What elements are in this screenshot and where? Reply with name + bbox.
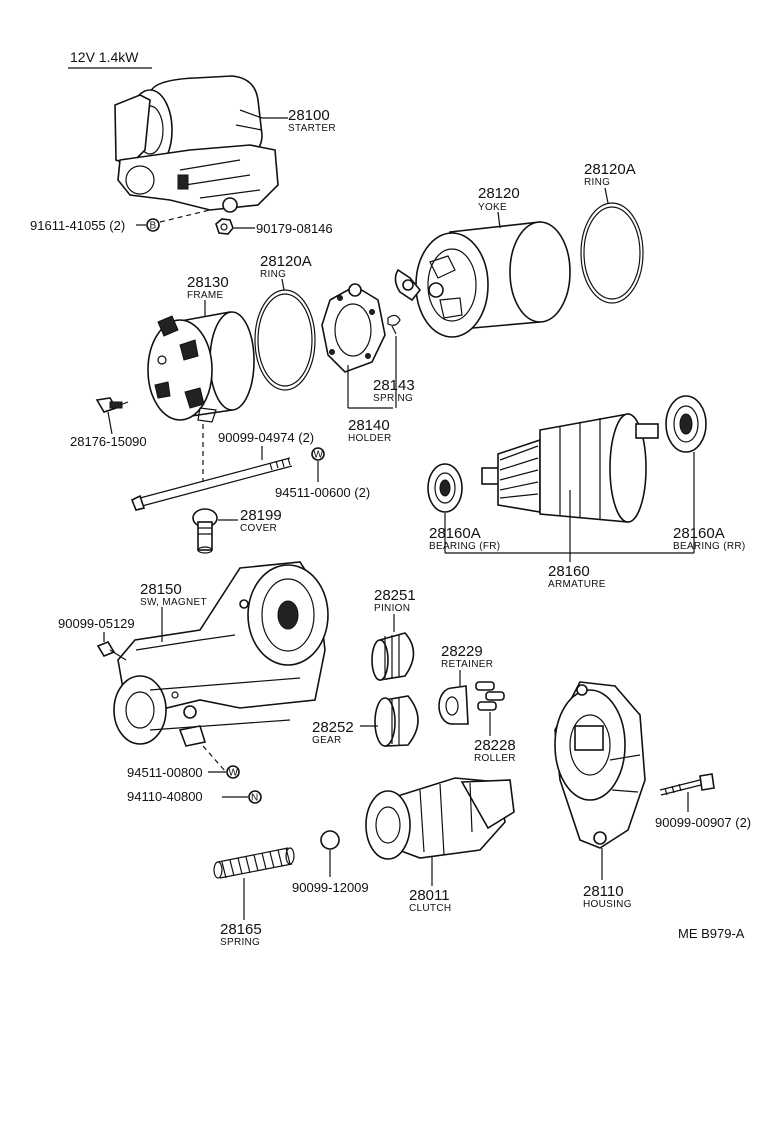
housing-number: 28110: [583, 883, 624, 900]
leader-28120a-top: [604, 187, 609, 204]
dash-bolt-b: [159, 209, 211, 223]
through-bolt-number: 90099-04974 (2): [218, 430, 314, 445]
washer-bolt-number: 94511-00600 (2): [275, 485, 370, 500]
washer-switch-symbol: [226, 765, 240, 779]
roller-number: 28228: [474, 737, 516, 754]
washer-switch-letter: W: [229, 768, 239, 779]
ring-top-drawing[interactable]: [580, 202, 644, 304]
frame-screw-drawing[interactable]: [95, 397, 129, 413]
gear-drawing[interactable]: [374, 695, 419, 747]
bearing-fr-name: BEARING (FR): [429, 541, 500, 552]
washer-bolt-symbol: [311, 447, 325, 461]
pinion-number: 28251: [374, 587, 416, 604]
spring-holder-name: SPRING: [373, 393, 413, 404]
ring-frame-number: 28120A: [260, 253, 312, 270]
clutch-drawing[interactable]: [365, 777, 515, 860]
leader-28176: [107, 411, 113, 435]
bearing-rr-name: BEARING (RR): [673, 541, 746, 552]
frame-drawing[interactable]: [147, 311, 255, 423]
cover-number: 28199: [240, 507, 282, 524]
armature-number: 28160: [548, 563, 590, 580]
roller-drawing[interactable]: [475, 681, 505, 711]
starter-name: STARTER: [288, 123, 336, 134]
housing-bolt-number: 90099-00907 (2): [655, 815, 751, 830]
clutch-spring-drawing[interactable]: [213, 847, 295, 879]
ball-number: 90099-12009: [292, 880, 369, 895]
ring-frame-inner: [257, 293, 313, 387]
holder-top-screw: [348, 283, 362, 297]
holder-drawing[interactable]: [321, 285, 386, 373]
cover-drawing[interactable]: [192, 508, 218, 554]
bearing-fr-drawing[interactable]: [427, 463, 463, 513]
holder-spring-drawing[interactable]: [387, 314, 401, 335]
nut-starter-icon: [215, 218, 234, 235]
retainer-drawing[interactable]: [438, 685, 469, 725]
yoke-number: 28120: [478, 185, 520, 202]
frame-number: 28130: [187, 274, 229, 291]
roller-name: ROLLER: [474, 753, 516, 764]
nut-switch-number: 94110-40800: [127, 789, 203, 804]
spring-clutch-number: 28165: [220, 921, 262, 938]
cover-name: COVER: [240, 523, 277, 534]
gear-name: GEAR: [312, 735, 342, 746]
gear-number: 28252: [312, 719, 354, 736]
bearing-rr-number: 28160A: [673, 525, 725, 542]
ball-drawing[interactable]: [320, 830, 340, 850]
armature-drawing[interactable]: [481, 413, 659, 523]
frame-name: FRAME: [187, 290, 224, 301]
holder-number: 28140: [348, 417, 390, 434]
screw-frame-number: 28176-15090: [70, 434, 147, 449]
yoke-drawing[interactable]: [394, 221, 571, 338]
magnet-switch-name: SW, MAGNET: [140, 597, 207, 608]
nut-switch-letter: N: [251, 793, 259, 804]
starter-number: 28100: [288, 107, 330, 124]
housing-name: HOUSING: [583, 899, 632, 910]
switch-bolt-drawing[interactable]: [96, 641, 127, 661]
bolt-b-letter: B: [150, 221, 157, 232]
bearing-fr-number: 28160A: [429, 525, 481, 542]
clutch-name: CLUTCH: [409, 903, 451, 914]
holder-name: HOLDER: [348, 433, 391, 444]
magnet-switch-drawing[interactable]: [113, 561, 329, 747]
leader-28120: [497, 211, 501, 229]
leader-28120a-frame: [281, 278, 285, 291]
yoke-name: YOKE: [478, 202, 507, 213]
housing-drawing[interactable]: [554, 681, 646, 849]
nut-switch-symbol: [248, 790, 262, 804]
spec-label: 12V 1.4kW: [70, 49, 139, 65]
bearing-rr-drawing[interactable]: [665, 395, 707, 453]
spring-holder-number: 28143: [373, 377, 415, 394]
magnet-switch-number: 28150: [140, 581, 182, 598]
retainer-name: RETAINER: [441, 659, 493, 670]
ring-top-number: 28120A: [584, 161, 636, 178]
ring-frame-name: RING: [260, 269, 286, 280]
bolt-starter-number: 91611-41055 (2): [30, 218, 125, 233]
clutch-number: 28011: [409, 887, 450, 904]
ring-top-inner: [583, 206, 641, 300]
through-bolt-drawing[interactable]: [130, 457, 293, 511]
diagram-code: ME B979-A: [678, 926, 745, 941]
bolt-switch-number: 90099-05129: [58, 616, 135, 631]
retainer-number: 28229: [441, 643, 483, 660]
dash-washer-switch: [202, 745, 226, 772]
ring-top-name: RING: [584, 177, 610, 188]
pinion-name: PINION: [374, 603, 410, 614]
washer-switch-number: 94511-00800: [127, 765, 203, 780]
bolt-b-symbol: [146, 218, 160, 232]
pinion-drawing[interactable]: [371, 632, 415, 681]
nut-starter-number: 90179-08146: [256, 221, 333, 236]
washer-bolt-letter: W: [314, 450, 324, 461]
housing-bolt-drawing[interactable]: [659, 773, 715, 796]
armature-name: ARMATURE: [548, 579, 606, 590]
starter-drawing[interactable]: [114, 75, 279, 213]
ring-frame-drawing[interactable]: [254, 289, 316, 391]
spring-clutch-name: SPRING: [220, 937, 260, 948]
